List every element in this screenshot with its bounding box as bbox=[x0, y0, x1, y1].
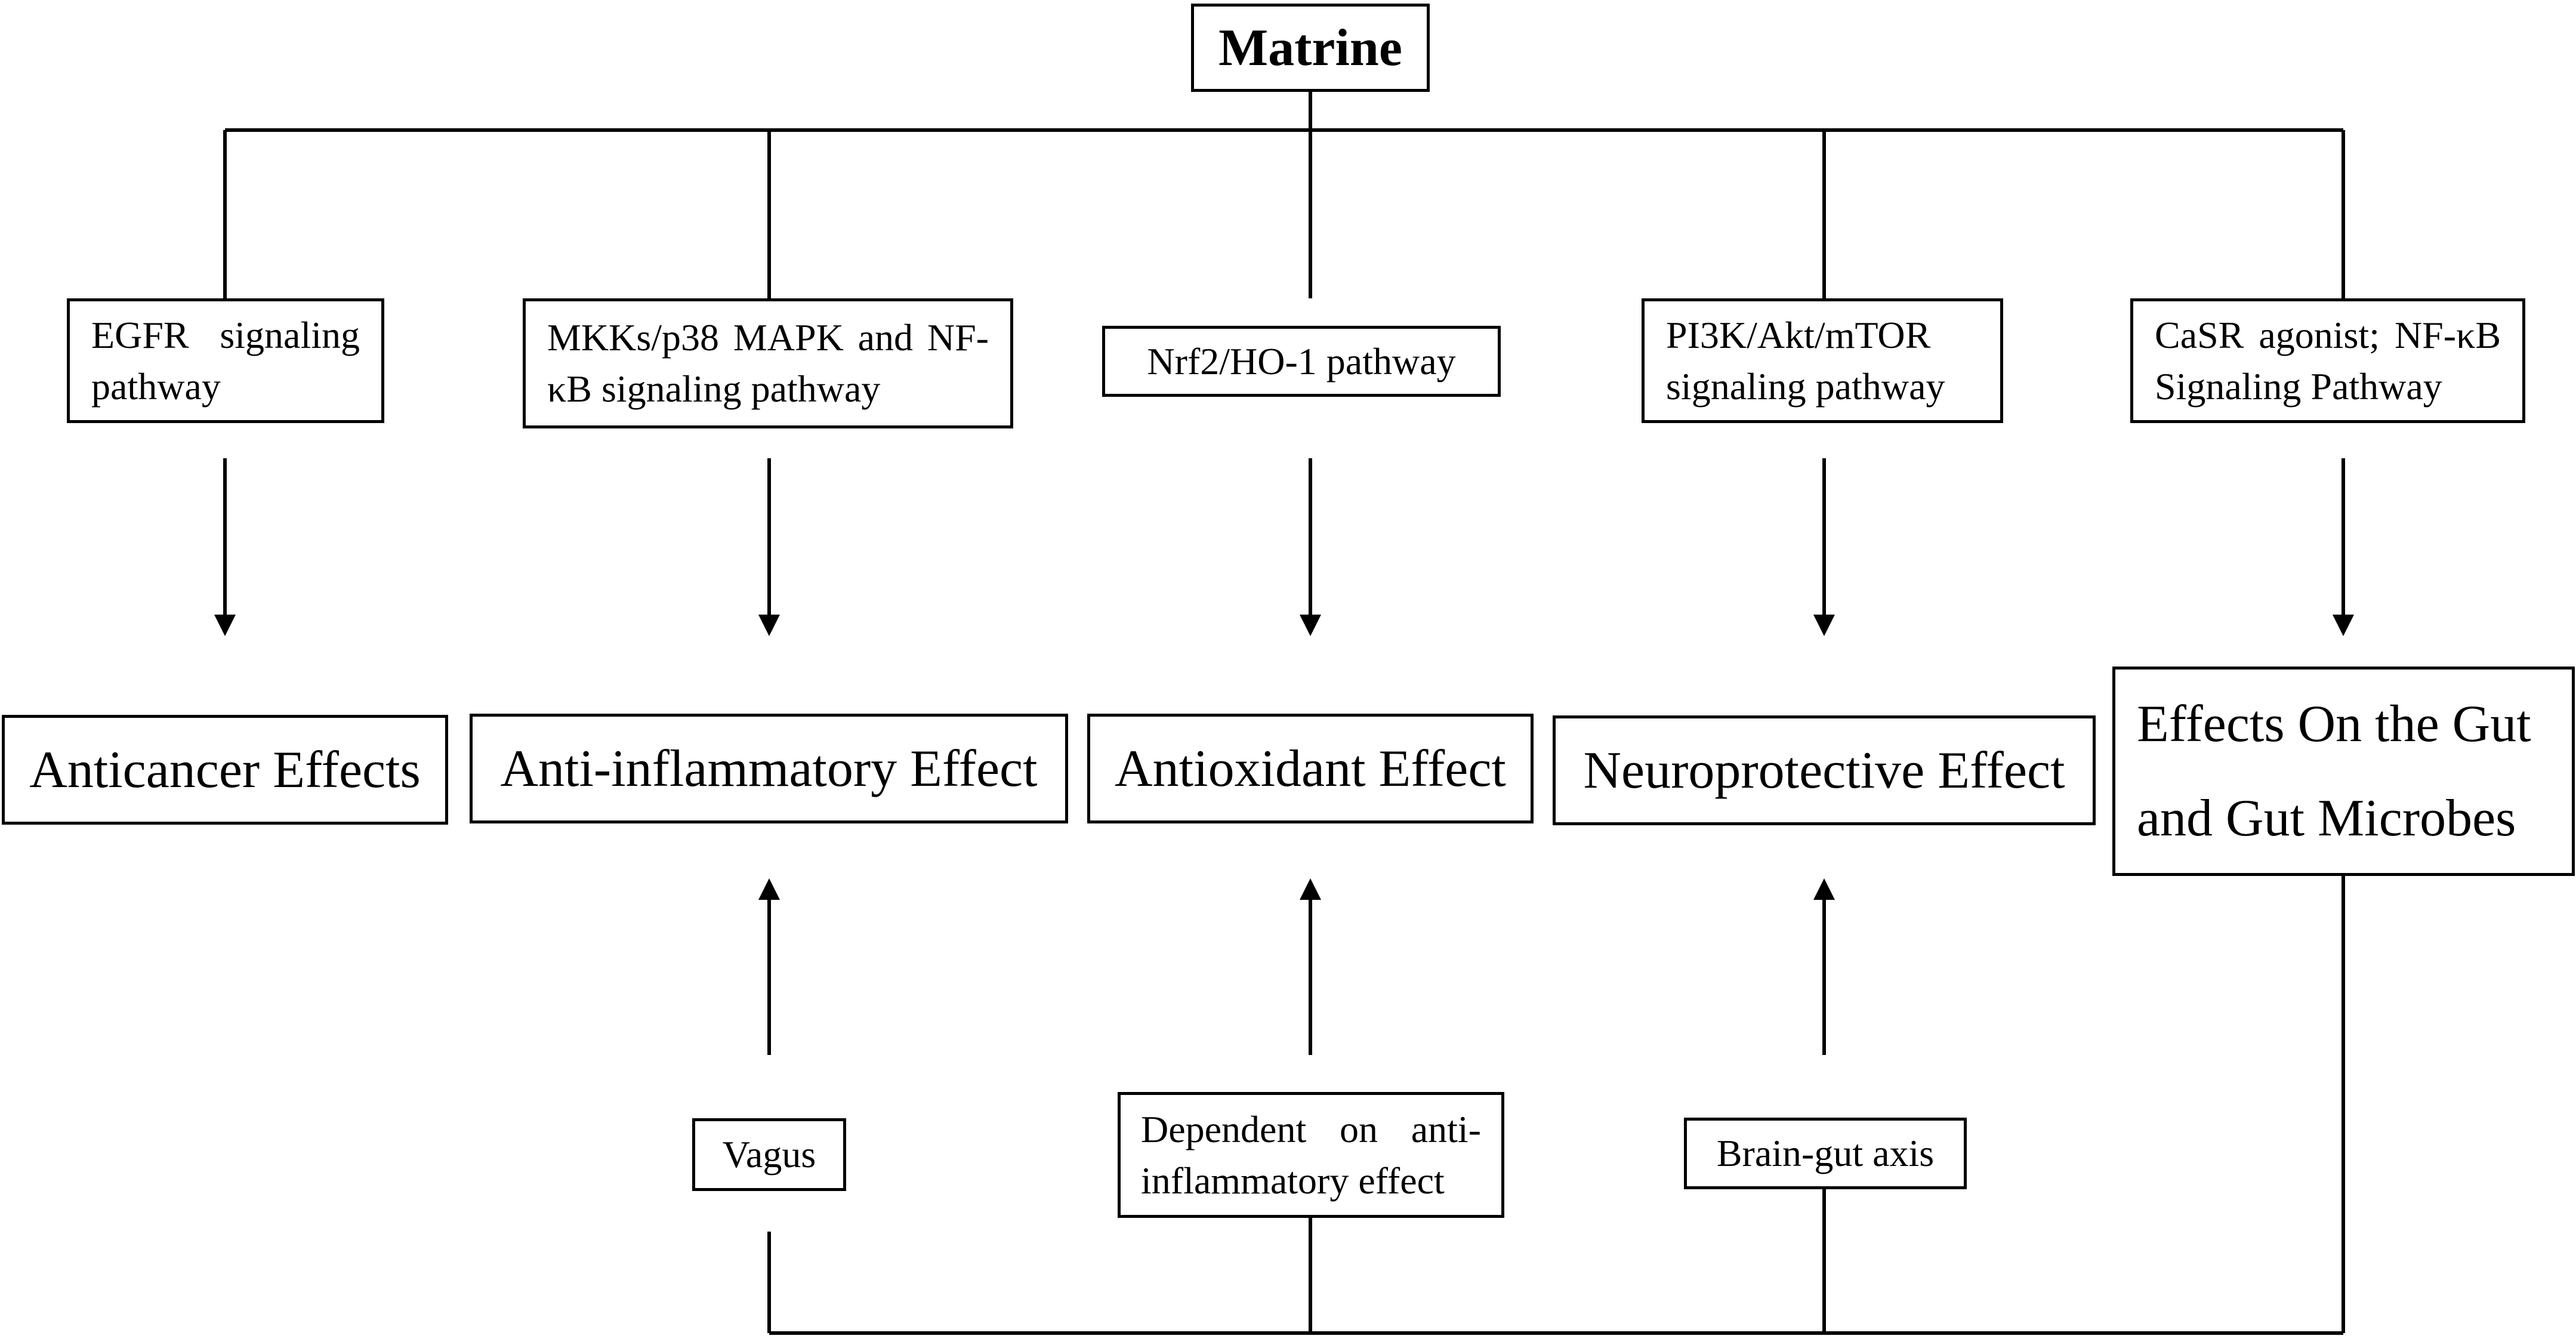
root-label: Matrine bbox=[1218, 18, 1402, 77]
effect-label-antioxidant: Antioxidant Effect bbox=[1115, 739, 1506, 798]
effect-box-neuroprotective: Neuroprotective Effect bbox=[1553, 715, 2096, 825]
effect-box-gut: Effects On the Gut and Gut Microbes bbox=[2112, 667, 2575, 876]
mediator-label-vagus: Vagus bbox=[722, 1133, 816, 1176]
pathway-label-mkk: MKKs/p38 MAPK and NF-κB signaling pathwa… bbox=[547, 316, 989, 410]
pathway-label-nrf2: Nrf2/HO-1 pathway bbox=[1147, 340, 1456, 382]
effect-box-anticancer: Anticancer Effects bbox=[2, 715, 448, 825]
pathway-box-casr: CaSR agonist; NF-κB Signaling Pathway bbox=[2130, 298, 2525, 423]
root-node-matrine: Matrine bbox=[1191, 4, 1430, 92]
effect-label-antiinflammatory: Anti-inflammatory Effect bbox=[500, 739, 1038, 798]
effect-label-anticancer: Anticancer Effects bbox=[29, 741, 421, 799]
mediator-box-braingut: Brain-gut axis bbox=[1684, 1118, 1967, 1189]
effect-box-antiinflammatory: Anti-inflammatory Effect bbox=[470, 714, 1068, 823]
pathway-label-pi3k: PI3K/Akt/mTOR signaling pathway bbox=[1666, 313, 1945, 408]
pathway-label-egfr: EGFR signaling pathway bbox=[91, 313, 360, 408]
pathway-label-casr: CaSR agonist; NF-κB Signaling Pathway bbox=[2155, 313, 2501, 408]
pathway-box-mkk: MKKs/p38 MAPK and NF-κB signaling pathwa… bbox=[523, 298, 1013, 428]
effect-box-antioxidant: Antioxidant Effect bbox=[1087, 714, 1534, 823]
effect-label-gut: Effects On the Gut and Gut Microbes bbox=[2137, 695, 2531, 847]
pathway-box-egfr: EGFR signaling pathway bbox=[67, 298, 384, 423]
effect-label-neuroprotective: Neuroprotective Effect bbox=[1583, 741, 2065, 800]
mediator-label-dependent: Dependent on anti-inflammatory effect bbox=[1141, 1107, 1481, 1202]
mediator-label-braingut: Brain-gut axis bbox=[1716, 1132, 1935, 1174]
mediator-box-vagus: Vagus bbox=[692, 1118, 846, 1191]
mediator-box-dependent: Dependent on anti-inflammatory effect bbox=[1118, 1092, 1504, 1218]
pathway-box-pi3k: PI3K/Akt/mTOR signaling pathway bbox=[1642, 298, 2003, 423]
pathway-box-nrf2: Nrf2/HO-1 pathway bbox=[1102, 326, 1501, 397]
